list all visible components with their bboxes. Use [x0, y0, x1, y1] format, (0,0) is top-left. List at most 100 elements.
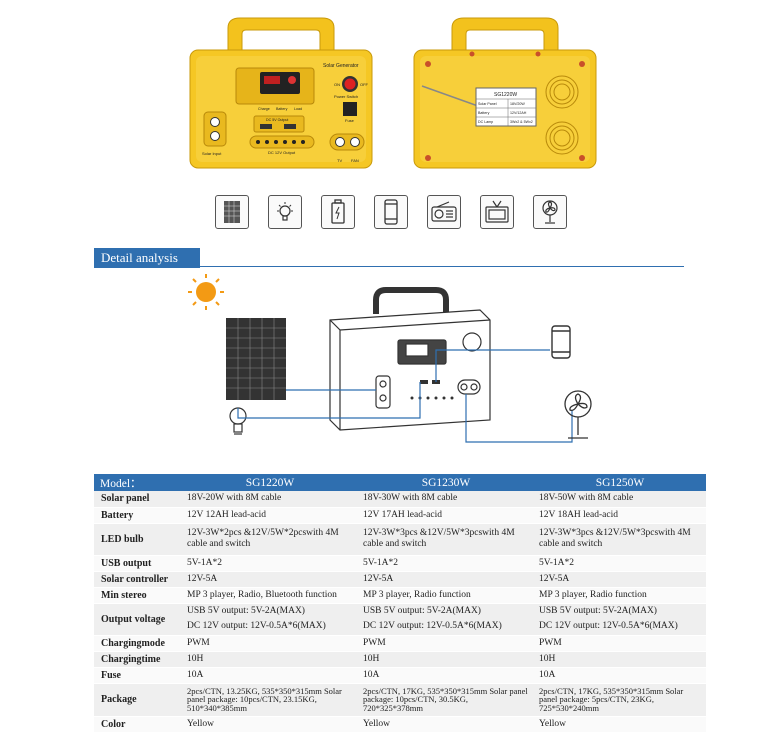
feature-icon-row [215, 195, 567, 229]
table-row: Output voltage USB 5V output: 5V-2A(MAX)… [94, 603, 706, 636]
table-cell: 12V-3W*3pcs &12V/5W*3pcswith 4M cable an… [534, 523, 706, 556]
row-label: Fuse [94, 667, 182, 684]
indicator-load-label: Load [294, 107, 302, 111]
solar-input-label: Solar Input [202, 151, 222, 156]
table-header-sg1230w: SG1230W [358, 474, 534, 491]
row-label: Chargingtime [94, 651, 182, 668]
table-row: Color Yellow Yellow Yellow [94, 716, 706, 733]
row-label: Color [94, 716, 182, 733]
fan-icon [533, 195, 567, 229]
table-cell: MP 3 player, Radio function [534, 587, 706, 604]
table-cell: Yellow [358, 716, 534, 733]
section-divider [94, 266, 684, 267]
table-header-model: Model： [94, 474, 182, 491]
plate-row-value: 12V/12AH [510, 111, 527, 115]
plate-title: SG1220W [494, 92, 517, 98]
table-cell: Yellow [182, 716, 358, 733]
row-label: LED bulb [94, 523, 182, 556]
radio-icon [427, 195, 461, 229]
table-cell: 12V-5A [358, 571, 534, 588]
plate-row-value: 18V/20W [510, 102, 525, 106]
bulb-icon [268, 195, 302, 229]
generator-outline [329, 287, 491, 431]
on-label: ON [334, 82, 340, 87]
battery-icon [321, 195, 355, 229]
row-label: USB output [94, 555, 182, 572]
table-header-sg1220w: SG1220W [182, 474, 358, 491]
table-header-row: Model： SG1220W SG1230W SG1250W [94, 474, 706, 491]
table-cell: PWM [182, 635, 358, 652]
table-cell: USB 5V output: 5V-2A(MAX) DC 12V output: … [358, 603, 534, 636]
usb-output-value: USB 5V output: 5V-2A(MAX) [363, 606, 481, 616]
usb-output-value: USB 5V output: 5V-2A(MAX) [187, 606, 305, 616]
indicator-charge-label: Charge [258, 107, 270, 111]
row-label: Battery [94, 507, 182, 524]
row-label: Min stereo [94, 587, 182, 604]
table-cell: 2pcs/CTN, 17KG, 535*350*315mm Solar pane… [534, 683, 706, 717]
off-label: OFF [360, 82, 369, 87]
fan-image [564, 390, 592, 439]
table-row: Chargingtime 10H 10H 10H [94, 651, 706, 668]
table-cell: 2pcs/CTN, 13.25KG, 535*350*315mm Solar p… [182, 683, 358, 717]
dc-output-value: DC 12V output: 12V-0.5A*6(MAX) [539, 621, 678, 631]
power-switch-label: Power Switch [334, 94, 358, 99]
table-cell: USB 5V output: 5V-2A(MAX) DC 12V output: … [182, 603, 358, 636]
table-row: Battery 12V 12AH lead-acid 12V 17AH lead… [94, 507, 706, 524]
table-cell: 10H [534, 651, 706, 668]
plate-row-value: 3Wx2 & 5Wx2 [510, 120, 533, 124]
dc-output-value: DC 12V output: 12V-0.5A*6(MAX) [363, 621, 502, 631]
solar-generator-back-photo: SG1220W Solar Panel 18V/20W Battery 12V/… [413, 17, 597, 169]
brand-label: Solar Generator [323, 63, 359, 69]
row-label: Chargingmode [94, 635, 182, 652]
phone-icon [374, 195, 408, 229]
row-label: Output voltage [94, 603, 182, 636]
table-cell: 5V-1A*2 [534, 555, 706, 572]
table-row: Package 2pcs/CTN, 13.25KG, 535*350*315mm… [94, 683, 706, 717]
table-cell: USB 5V output: 5V-2A(MAX)DC 12V output: … [534, 603, 706, 636]
table-cell: MP 3 player, Radio function [358, 587, 534, 604]
dc-output-value: DC 12V output: 12V-0.5A*6(MAX) [187, 621, 326, 631]
table-row: USB output 5V-1A*2 5V-1A*2 5V-1A*2 [94, 555, 706, 572]
table-cell: 12V-3W*2pcs &12V/5W*2pcswith 4M cable an… [182, 523, 358, 556]
section-title: Detail analysis [94, 248, 200, 268]
row-label: Solar controller [94, 571, 182, 588]
table-cell: 2pcs/CTN, 17KG, 535*350*315mm Solar pane… [358, 683, 534, 717]
table-cell: 12V-5A [182, 571, 358, 588]
solar-panel-image [226, 318, 286, 400]
table-cell: MP 3 player, Radio, Bluetooth function [182, 587, 358, 604]
indicator-battery-label: Battery [276, 107, 288, 111]
dc-output-label: DC 12V Output [268, 150, 296, 155]
table-cell: PWM [358, 635, 534, 652]
spec-table: Model： SG1220W SG1230W SG1250W Solar pan… [94, 474, 706, 733]
table-row: Solar controller 12V-5A 12V-5A 12V-5A [94, 571, 706, 588]
table-cell: 12V 18AH lead-acid [534, 507, 706, 524]
solar-panel-icon [215, 195, 249, 229]
table-cell: Yellow [534, 716, 706, 733]
table-row: Min stereo MP 3 player, Radio, Bluetooth… [94, 587, 706, 604]
plate-row-label: DC Lamp [478, 120, 493, 124]
table-cell: 12V-5A [534, 571, 706, 588]
table-cell: 10H [182, 651, 358, 668]
plate-row-label: Battery [478, 111, 490, 115]
table-cell: 12V-3W*3pcs &12V/5W*3pcswith 4M cable an… [358, 523, 534, 556]
table-cell: 10A [182, 667, 358, 684]
table-cell: PWM [534, 635, 706, 652]
sun-icon [188, 274, 224, 310]
table-cell: 18V-50W with 8M cable [534, 491, 706, 508]
table-cell: 12V 17AH lead-acid [358, 507, 534, 524]
table-cell: 10A [534, 667, 706, 684]
table-cell: 10A [358, 667, 534, 684]
table-cell: 12V 12AH lead-acid [182, 507, 358, 524]
table-cell: 18V-20W with 8M cable [182, 491, 358, 508]
fan-label: FAN [351, 158, 359, 163]
connection-diagram [188, 274, 592, 443]
table-cell: 18V-30W with 8M cable [358, 491, 534, 508]
table-header-sg1250w: SG1250W [534, 474, 706, 491]
table-cell: 5V-1A*2 [182, 555, 358, 572]
tv-icon [480, 195, 514, 229]
fuse-label: Fuse [345, 118, 355, 123]
table-cell: 10H [358, 651, 534, 668]
tv-label: TV [337, 158, 342, 163]
usb-label: DC 5V Output [266, 118, 288, 122]
table-row: LED bulb 12V-3W*2pcs &12V/5W*2pcswith 4M… [94, 523, 706, 556]
